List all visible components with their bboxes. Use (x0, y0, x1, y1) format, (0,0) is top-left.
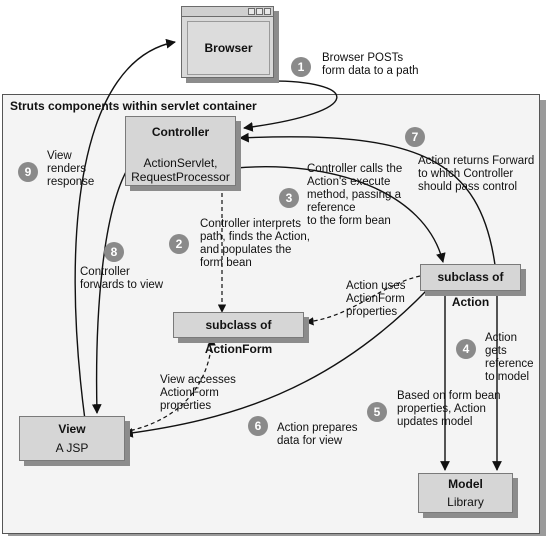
actionform-box: subclass of ActionForm (173, 312, 304, 356)
action-title: subclass of Action (437, 270, 504, 309)
model-sub: Library (447, 495, 484, 509)
container-title: Struts components within servlet contain… (10, 99, 257, 113)
step-3-badge: 3 (279, 188, 299, 208)
browser-body: Browser (187, 21, 270, 75)
model-box: Model Library (418, 473, 513, 513)
controller-sub2: RequestProcessor (131, 170, 230, 184)
arrow-browser-to-controller (243, 80, 338, 132)
step-9-badge: 9 (18, 162, 38, 182)
browser-title-bar (182, 7, 273, 17)
step-7-badge: 7 (405, 127, 425, 147)
arrow-controller-to-view (91, 157, 136, 414)
view-title: View (58, 422, 86, 436)
step-6-badge: 6 (248, 416, 268, 436)
browser-window: Browser (181, 6, 274, 78)
maximize-icon (256, 8, 263, 15)
step-4-badge: 4 (456, 339, 476, 359)
step-1-badge: 1 (291, 57, 311, 77)
action-box: subclass of Action (420, 264, 521, 309)
step-8-badge: 8 (104, 242, 124, 262)
view-box: View A JSP (19, 416, 125, 461)
actionform-title: subclass of ActionForm (204, 318, 273, 356)
arrow-view-to-browser (74, 38, 176, 421)
model-title: Model (448, 477, 483, 491)
arrow-action-to-view (123, 289, 428, 438)
arrow-action-to-controller (239, 132, 496, 266)
view-sub: A JSP (55, 441, 89, 455)
arrow-controller-to-action (235, 166, 446, 263)
controller-sub1: ActionServlet, (143, 156, 218, 170)
browser-label: Browser (204, 41, 253, 55)
minimize-icon (248, 8, 255, 15)
controller-box: Controller ActionServlet, RequestProcess… (125, 116, 236, 186)
controller-title: Controller (151, 125, 210, 139)
step-2-badge: 2 (169, 234, 189, 254)
window-buttons (248, 8, 271, 15)
close-icon (264, 8, 271, 15)
step-5-badge: 5 (367, 402, 387, 422)
